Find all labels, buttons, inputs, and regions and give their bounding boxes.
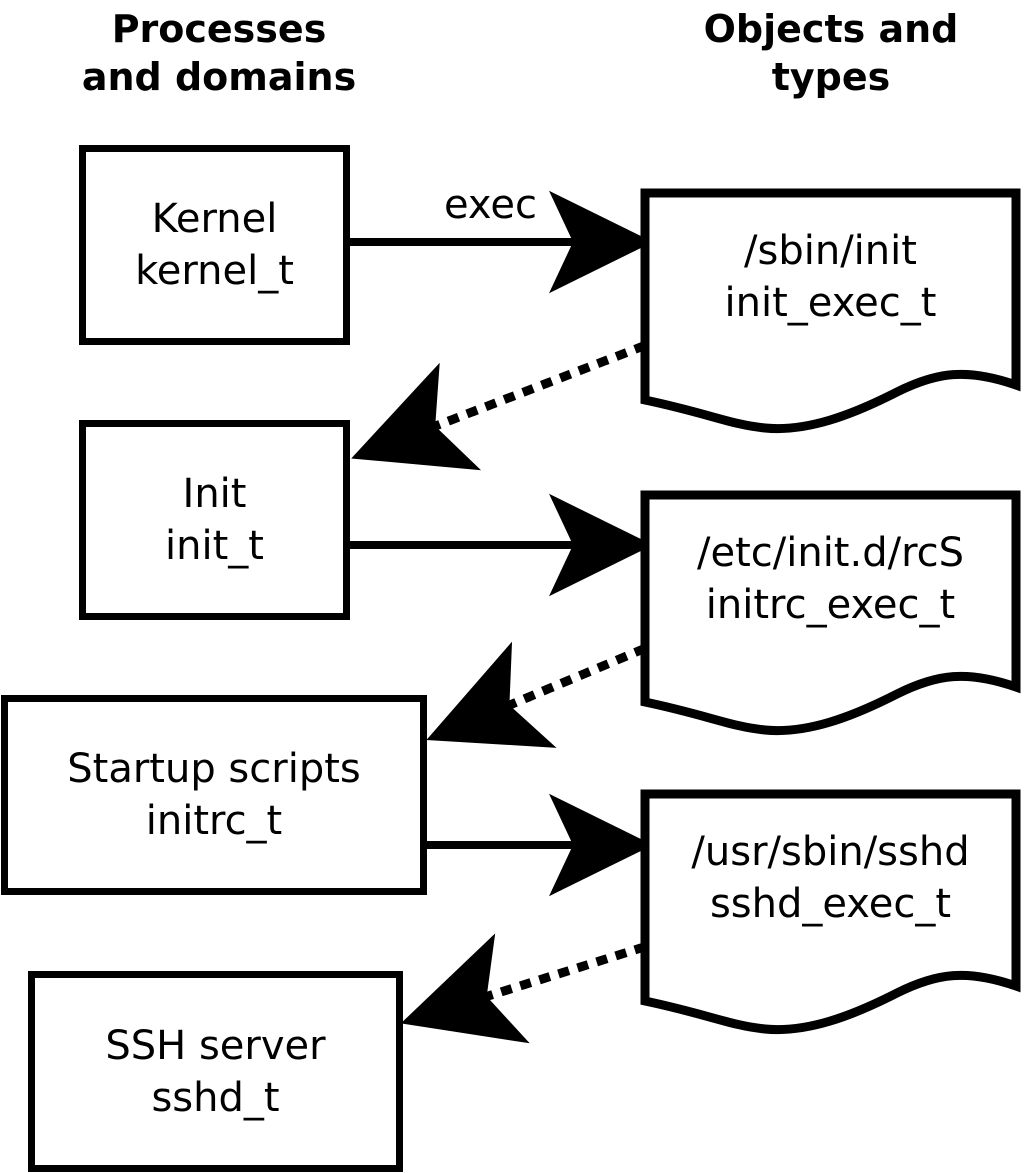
object-box-sshd-exec[interactable]: /usr/sbin/sshd sshd_exec_t [637, 786, 1024, 1036]
process-box-kernel[interactable]: Kernel kernel_t [79, 145, 350, 345]
column-header-objects: Objects and types [703, 7, 959, 99]
process-name-kernel: Kernel [151, 196, 278, 242]
process-box-startup-scripts[interactable]: Startup scripts initrc_t [1, 695, 427, 895]
document-shape-icon [640, 490, 1021, 736]
column-header-processes: Processes and domains [81, 7, 357, 99]
process-box-ssh-server[interactable]: SSH server sshd_t [28, 971, 403, 1172]
object-box-initrc-exec[interactable]: /etc/init.d/rcS initrc_exec_t [637, 487, 1024, 737]
edge-init-exec-becomes-init [351, 341, 647, 471]
process-name-ssh-server: SSH server [105, 1022, 326, 1069]
process-type-ssh-server: sshd_t [151, 1074, 280, 1121]
process-type-kernel: kernel_t [135, 248, 294, 294]
edge-sshd-exec-becomes-sshd [400, 933, 647, 1044]
process-name-init: Init [182, 471, 247, 517]
process-box-init[interactable]: Init init_t [79, 420, 350, 620]
edge-label-exec: exec [444, 182, 537, 228]
process-type-init: init_t [165, 523, 264, 569]
object-box-init-exec[interactable]: /sbin/init init_exec_t [637, 185, 1024, 435]
process-type-startup-scripts: initrc_t [145, 798, 283, 844]
document-shape-icon [640, 188, 1021, 434]
document-shape-icon [640, 789, 1021, 1035]
edge-initrc-exec-becomes-initrc [426, 641, 647, 748]
process-name-startup-scripts: Startup scripts [67, 746, 361, 792]
